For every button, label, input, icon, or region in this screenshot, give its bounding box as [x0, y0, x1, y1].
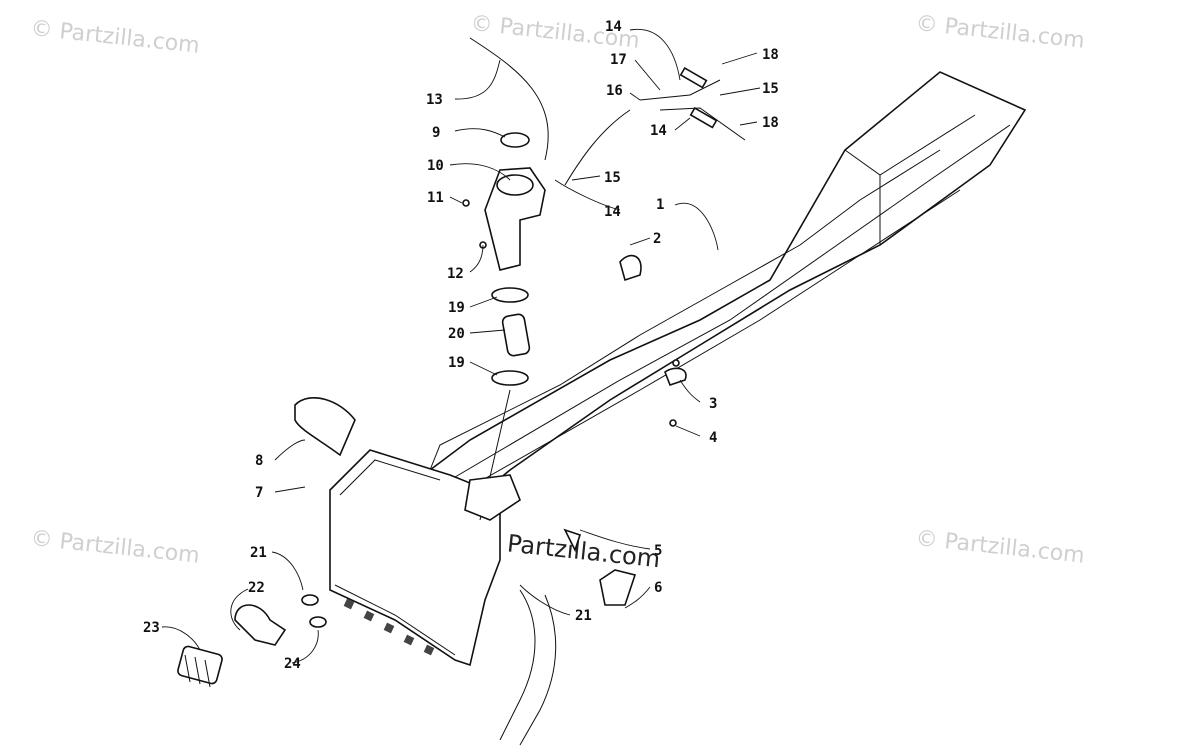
leader-lines — [161, 28, 761, 664]
callout-23: 23 — [143, 620, 160, 636]
callout-13: 13 — [426, 92, 443, 108]
coolant-fill-neck — [464, 132, 546, 521]
outlet-hose — [499, 589, 557, 746]
callout-10: 10 — [427, 158, 444, 174]
callout-15-lower: 15 — [604, 170, 621, 186]
callout-1: 1 — [656, 197, 664, 213]
callout-7: 7 — [255, 485, 263, 501]
callout-8: 8 — [255, 453, 263, 469]
callout-4: 4 — [709, 430, 717, 446]
callout-11: 11 — [427, 190, 444, 206]
watermark-top-right: © Partzilla.com — [914, 11, 1085, 54]
callout-14-top: 14 — [605, 19, 622, 35]
callout-12: 12 — [447, 266, 464, 282]
watermark-top-left: © Partzilla.com — [29, 16, 200, 59]
callout-15-upper: 15 — [762, 81, 779, 97]
callouts: 1 2 3 4 5 6 7 8 9 10 11 12 13 14 14 14 1… — [143, 19, 779, 672]
callout-6: 6 — [654, 580, 662, 596]
watermark-bottom-right: © Partzilla.com — [914, 526, 1085, 569]
callout-14-mid: 14 — [650, 123, 667, 139]
callout-17: 17 — [610, 52, 627, 68]
callout-18-top: 18 — [762, 47, 779, 63]
callout-2: 2 — [653, 231, 661, 247]
callout-9: 9 — [432, 125, 440, 141]
callout-24: 24 — [284, 656, 301, 672]
front-heat-exchanger — [329, 449, 501, 667]
callout-3: 3 — [709, 396, 717, 412]
vent-hoses — [469, 37, 746, 186]
callout-21-left: 21 — [250, 545, 267, 561]
callout-5: 5 — [654, 543, 662, 559]
callout-22: 22 — [248, 580, 265, 596]
watermark-bottom-left: © Partzilla.com — [29, 526, 200, 569]
callout-21-right: 21 — [575, 608, 592, 624]
small-parts — [294, 199, 687, 606]
callout-18-bottom: 18 — [762, 115, 779, 131]
callout-16: 16 — [606, 83, 623, 99]
heat-exchanger-tunnel — [428, 71, 1027, 496]
inlet-hose-assembly — [177, 594, 327, 688]
callout-19-top: 19 — [448, 300, 465, 316]
callout-19-bottom: 19 — [448, 355, 465, 371]
callout-20: 20 — [448, 326, 465, 342]
callout-14-low: 14 — [604, 204, 621, 220]
